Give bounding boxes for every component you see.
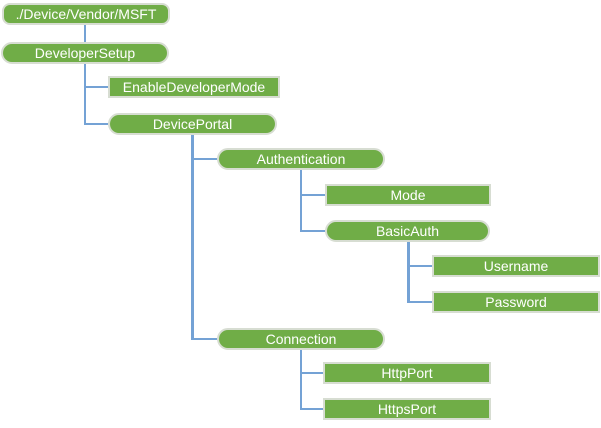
connector-branch-connection [192,337,217,341]
connector-basicauth-trunk [407,242,410,304]
connector-branch-deviceportal [85,122,108,126]
connector-authentication-trunk [299,170,303,233]
connector-connection-trunk [299,350,303,411]
connector-branch-authentication [192,157,217,161]
node-username: Username [432,255,600,277]
connector-branch-basicauth [301,229,325,233]
node-http-port: HttpPort [323,362,491,384]
connector-msft-to-developersetup [83,25,87,42]
connector-branch-enabledevelopermode [85,85,108,89]
node-authentication: Authentication [217,148,385,170]
connector-branch-username [408,264,432,268]
connector-branch-httpsport [301,407,323,411]
connector-branch-httpport [301,371,323,375]
connector-developersetup-trunk [83,64,87,126]
node-mode: Mode [325,184,491,206]
node-https-port: HttpsPort [323,398,491,420]
node-connection: Connection [217,328,385,350]
node-password: Password [432,291,600,313]
node-msft-root: ./Device/Vendor/MSFT [2,3,170,25]
node-enable-developer-mode: EnableDeveloperMode [108,76,280,98]
node-developer-setup: DeveloperSetup [1,42,169,64]
node-basic-auth: BasicAuth [325,220,490,242]
node-device-portal: DevicePortal [108,113,277,135]
connector-branch-password [408,300,432,304]
connector-deviceportal-trunk [191,135,194,341]
connector-branch-mode [301,193,325,197]
